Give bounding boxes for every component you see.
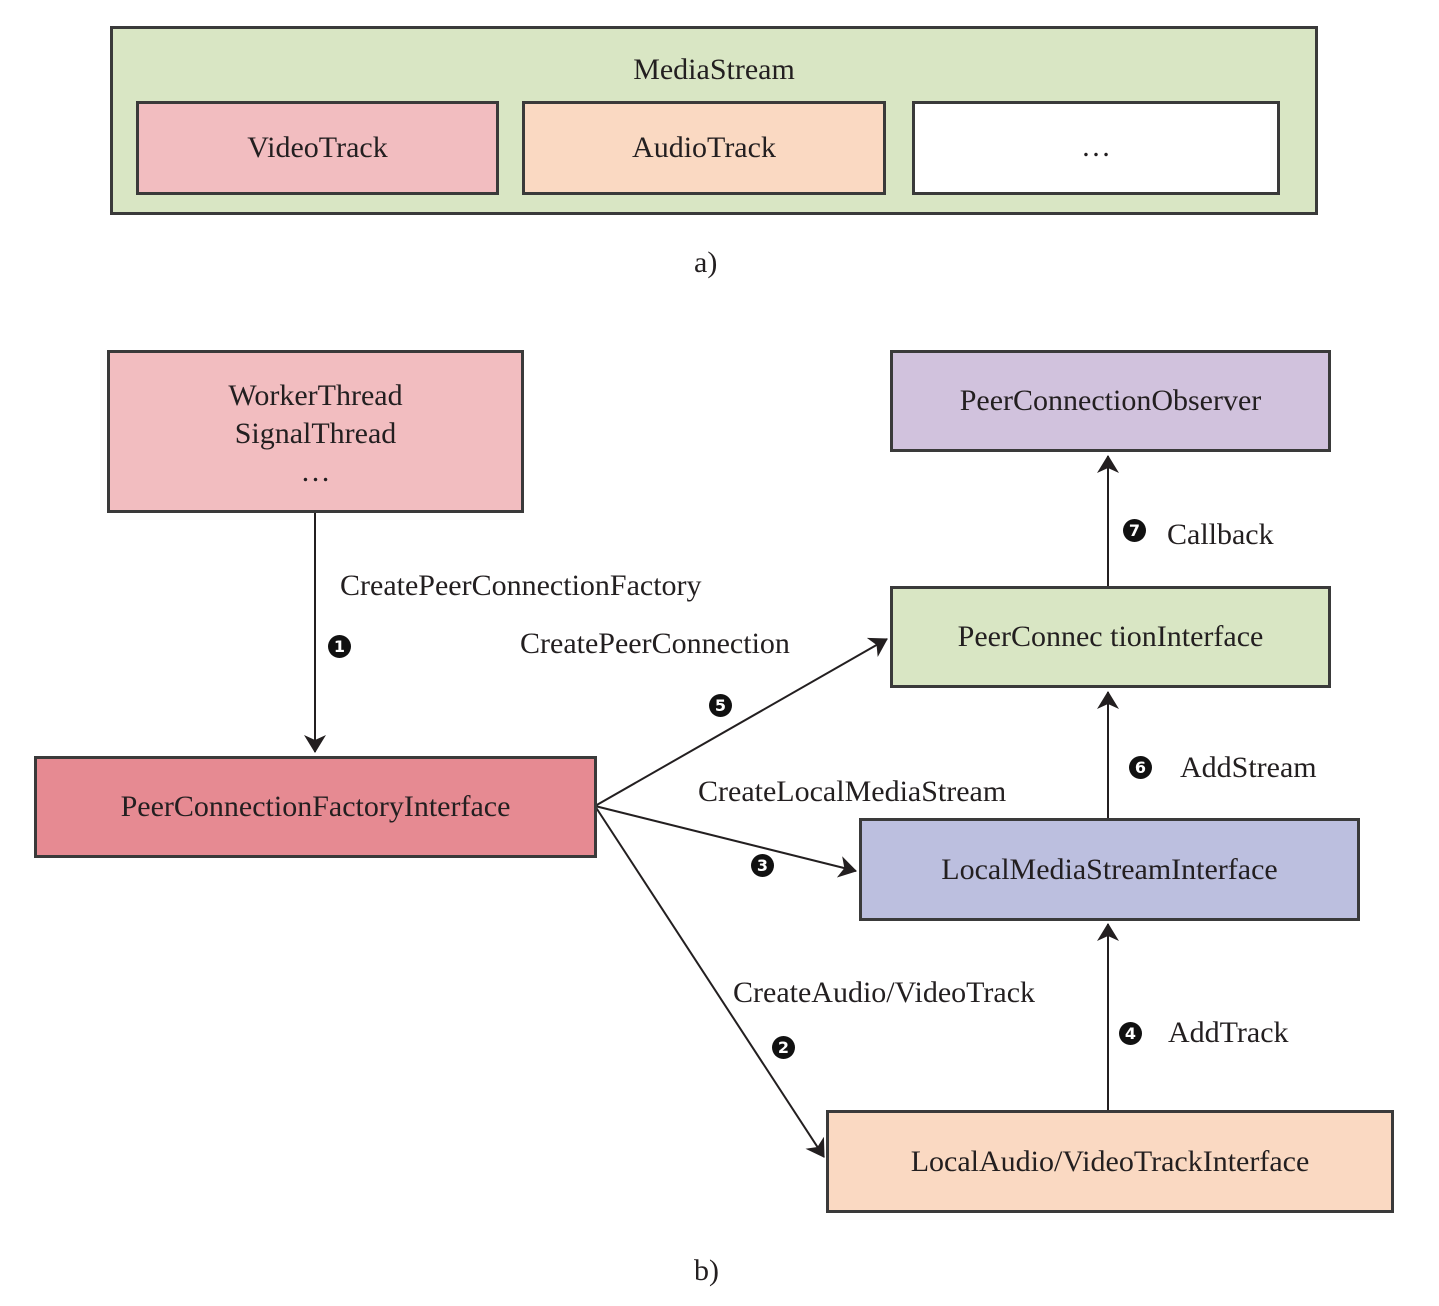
peerconnection-box: PeerConnec tionInterface <box>890 586 1331 688</box>
arrow-create-localstream <box>594 805 857 878</box>
localstream-box: LocalMediaStreamInterface <box>859 818 1360 921</box>
more-tracks-ellipsis: … <box>1081 130 1111 163</box>
step7-number: 7 <box>1123 519 1146 542</box>
caption-a: a) <box>694 246 718 279</box>
factory-label: PeerConnectionFactoryInterface <box>120 790 511 823</box>
videotrack-box: VideoTrack <box>136 101 499 195</box>
threads-ellipsis: … <box>300 454 331 488</box>
step1-label: CreatePeerConnectionFactory <box>340 569 702 602</box>
caption-b: b) <box>694 1254 719 1287</box>
step3-number: 3 <box>751 854 774 877</box>
step2-label: CreateAudio/VideoTrack <box>733 976 1036 1009</box>
more-tracks-box: … <box>912 101 1280 195</box>
localstream-label: LocalMediaStreamInterface <box>941 852 1278 886</box>
arrow-create-peerconnection <box>594 637 888 807</box>
step4-label: AddTrack <box>1168 1016 1289 1049</box>
step4-number: 4 <box>1119 1022 1142 1045</box>
observer-box: PeerConnectionObserver <box>890 350 1331 452</box>
observer-label: PeerConnectionObserver <box>959 384 1262 417</box>
worker-thread-label: WorkerThread <box>228 378 403 412</box>
step5-label: CreatePeerConnection <box>520 627 790 660</box>
signal-thread-label: SignalThread <box>234 416 397 450</box>
mediastream-label: MediaStream <box>633 53 795 86</box>
step7-label: Callback <box>1167 518 1274 551</box>
step6-label: AddStream <box>1180 751 1317 784</box>
arrow-create-track <box>594 805 825 1158</box>
localtrack-label: LocalAudio/VideoTrackInterface <box>910 1144 1310 1178</box>
step5-number: 5 <box>709 694 732 717</box>
videotrack-label: VideoTrack <box>247 131 388 164</box>
peerconnection-label: PeerConnec tionInterface <box>957 620 1264 653</box>
step1-number: 1 <box>328 635 351 658</box>
threads-box: WorkerThread SignalThread … <box>107 350 524 513</box>
factory-box: PeerConnectionFactoryInterface <box>34 756 597 858</box>
step3-label: CreateLocalMediaStream <box>698 775 1007 808</box>
localtrack-box: LocalAudio/VideoTrackInterface <box>826 1110 1394 1213</box>
audiotrack-box: AudioTrack <box>522 101 886 195</box>
step6-number: 6 <box>1129 756 1152 779</box>
audiotrack-label: AudioTrack <box>632 131 776 164</box>
step2-number: 2 <box>772 1036 795 1059</box>
